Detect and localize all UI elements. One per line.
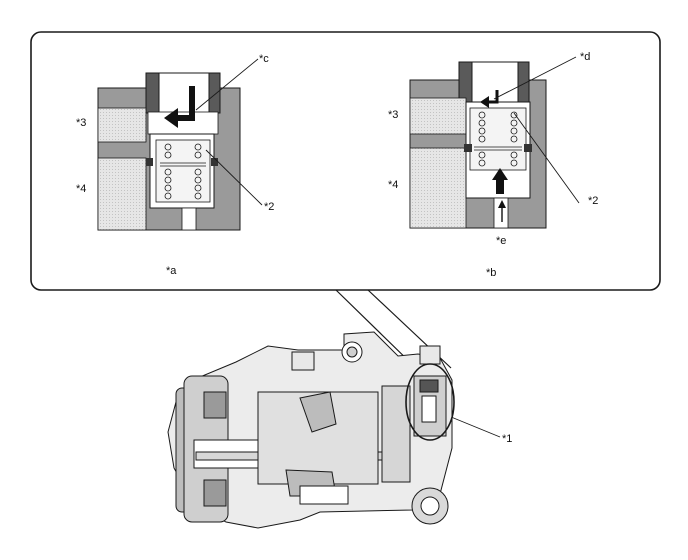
label-1: *1 [502,433,512,445]
label-2-left: *2 [264,201,274,213]
label-e: *e [496,235,506,247]
valve-highlight-circle [405,363,455,441]
label-c: *c [259,53,269,65]
label-3-left: *3 [76,117,86,129]
label-d: *d [580,51,590,63]
label-b: *b [486,267,496,279]
leader-lines [195,56,580,438]
detail-a-valve [97,72,241,231]
label-4-left: *4 [76,183,86,195]
label-2-right: *2 [588,195,598,207]
detail-b-valve [409,61,547,229]
compressor-illustration [167,331,453,529]
label-3-right: *3 [388,109,398,121]
label-4-right: *4 [388,179,398,191]
label-a: *a [166,265,177,277]
